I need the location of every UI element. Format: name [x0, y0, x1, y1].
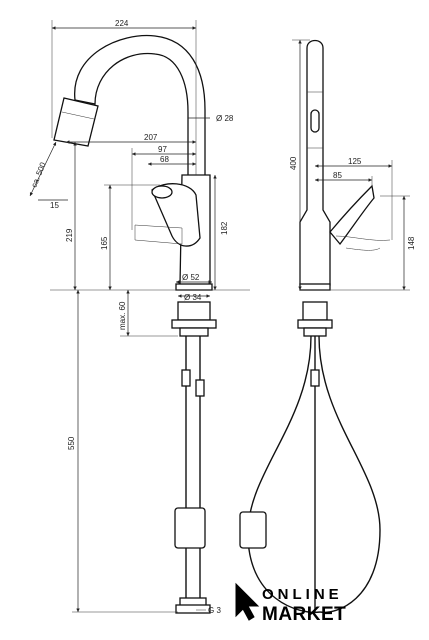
dim-207: 207	[144, 133, 158, 142]
dim-max60: max. 60	[118, 301, 127, 330]
dim-219: 219	[65, 228, 74, 242]
side-spout	[299, 39, 331, 286]
dim-148: 148	[407, 236, 416, 250]
dim-68: 68	[160, 155, 169, 164]
dim-224: 224	[115, 19, 129, 28]
dim-400: 400	[289, 156, 298, 170]
side-hose-loop	[247, 335, 321, 614]
dim-165: 165	[100, 236, 109, 250]
dim-ca500: ca. 500	[30, 161, 48, 189]
spray-head	[53, 97, 99, 147]
front-view: 224 207 97 68 Ø 28 ca. 500 15 219 165 18…	[30, 19, 250, 615]
dim-dia52: Ø 52	[182, 273, 200, 282]
lever-handle	[151, 183, 201, 247]
side-view: 400 125 85 148	[239, 39, 416, 614]
logo-line-1: ONLINE	[262, 586, 343, 603]
online-market-logo: ONLINE MARKET	[235, 582, 346, 625]
spout-outline	[74, 34, 206, 183]
dim-dia28: Ø 28	[216, 114, 234, 123]
dim-dia34: Ø 34	[184, 293, 202, 302]
dim-g3: G 3	[208, 606, 221, 615]
dim-182: 182	[220, 221, 229, 235]
dim-15: 15	[50, 201, 59, 210]
dim-97: 97	[158, 145, 167, 154]
cursor-arrow-icon	[235, 582, 260, 621]
side-lever	[329, 184, 375, 246]
dim-125: 125	[348, 157, 362, 166]
logo-line-2: MARKET	[262, 604, 346, 625]
dim-550: 550	[67, 436, 76, 450]
dim-85: 85	[333, 171, 342, 180]
